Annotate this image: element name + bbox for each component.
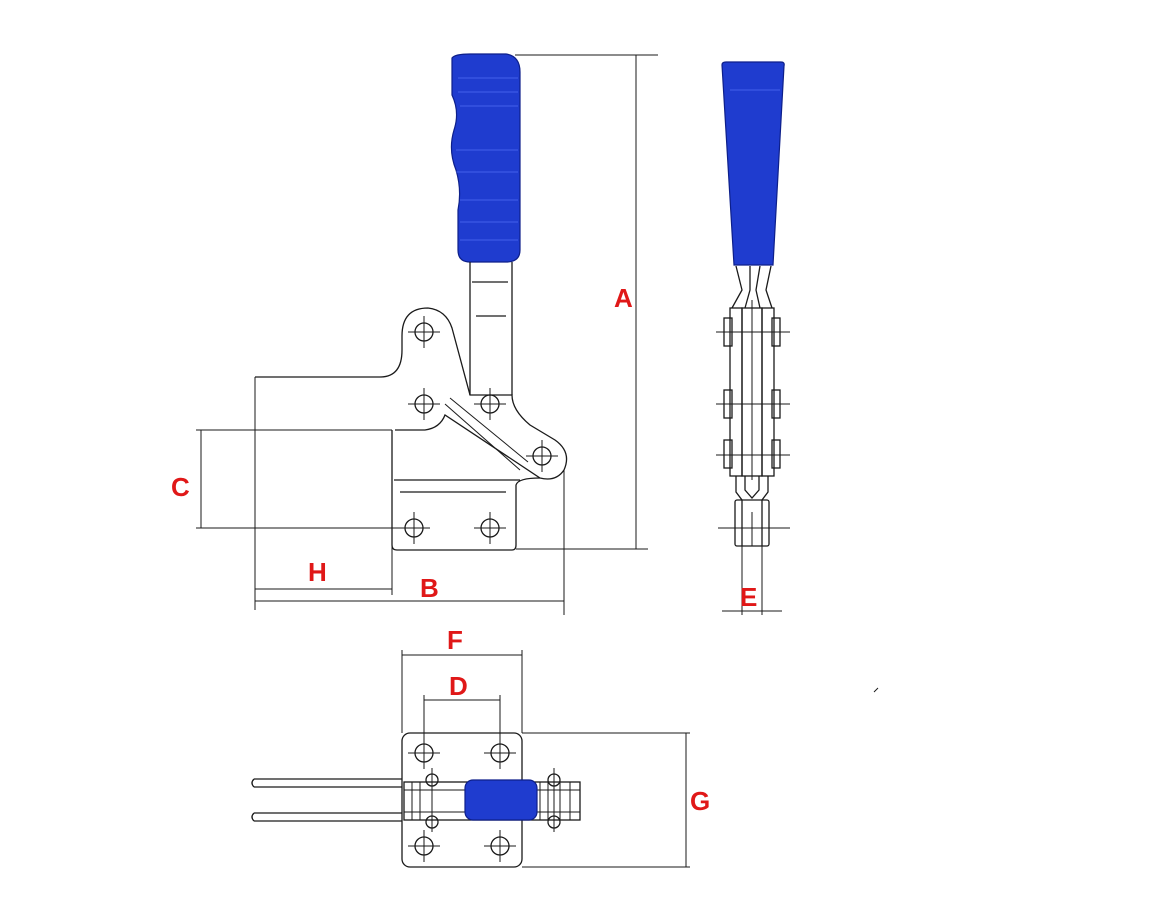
label-c: C [171,472,190,502]
front-view: E [716,61,790,615]
dimension-e [722,546,782,615]
dimension-h-b [254,377,565,615]
side-view-pivots [398,316,558,544]
label-h: H [308,557,327,587]
side-view: A C H B [171,53,658,615]
front-view-base [718,476,790,547]
front-view-plates [716,300,790,480]
dimension-a [515,54,658,550]
top-view-arms [251,778,402,822]
side-view-shank [469,262,513,395]
label-b: B [420,573,439,603]
front-view-shank [731,265,773,309]
side-view-link-plate [395,307,568,480]
label-a: A [614,283,633,313]
label-f: F [447,625,463,655]
top-view: F D G [251,625,710,868]
dimension-c [196,429,398,529]
top-view-handle-pad [464,779,538,821]
label-e: E [740,582,757,612]
stray-mark [873,687,879,693]
side-view-base [255,336,541,551]
front-view-handle [721,61,785,266]
dimension-f [401,650,523,733]
side-view-handle [450,53,521,263]
dimension-g [522,732,690,868]
top-view-holes [408,737,561,862]
dimension-d [423,695,501,737]
label-g: G [690,786,710,816]
label-d: D [449,671,468,701]
